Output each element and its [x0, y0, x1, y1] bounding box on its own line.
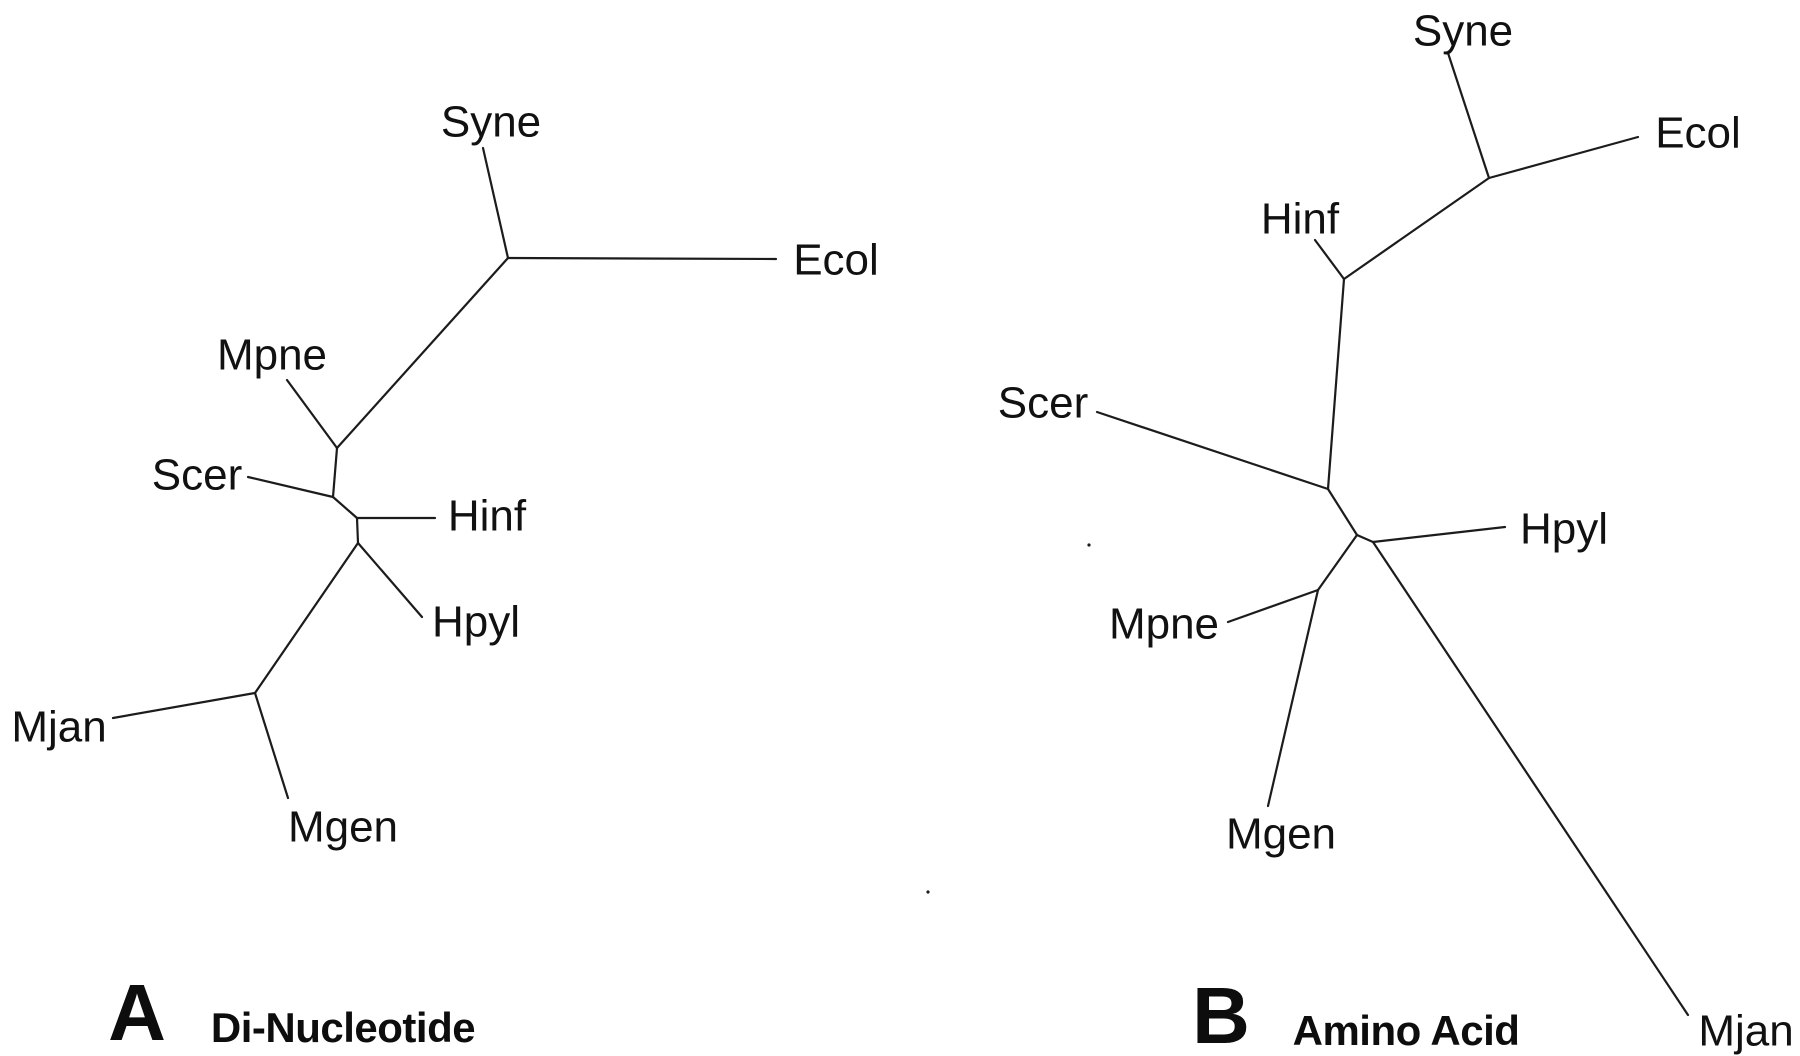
branch-internal-2-b	[1326, 277, 1346, 491]
taxon-label-mpne-b: Mpne	[1109, 600, 1219, 649]
taxon-label-mjan-b: Mjan	[1698, 1007, 1793, 1056]
branch-mpne-a	[285, 378, 339, 450]
branch-mjan-b	[1371, 540, 1690, 1017]
panel-a-title: Di-Nucleotide	[210, 1004, 476, 1051]
branch-internal-3-a	[331, 495, 359, 520]
branch-ecol-a	[506, 256, 778, 261]
branch-ecol-b	[1487, 135, 1640, 180]
branch-internal-1-a	[335, 256, 510, 450]
scan-speck-1	[1087, 543, 1091, 547]
taxon-label-mjan-a: Mjan	[11, 703, 106, 752]
taxon-label-ecol-a: Ecol	[793, 236, 879, 285]
scan-speck-2	[926, 890, 930, 894]
branch-internal-5-b	[1355, 533, 1375, 544]
taxon-label-ecol-b: Ecol	[1655, 109, 1741, 158]
taxon-label-hpyl-a: Hpyl	[432, 598, 520, 647]
taxon-label-mgen-b: Mgen	[1226, 810, 1336, 859]
branch-syne-b	[1446, 51, 1491, 180]
branch-internal-2-a	[331, 446, 339, 499]
panel-b-title: Amino Acid	[1292, 1007, 1520, 1054]
branch-scer-a	[246, 475, 335, 499]
taxon-label-syne-b: Syne	[1413, 7, 1513, 56]
taxon-label-mgen-a: Mgen	[288, 803, 398, 852]
branch-syne-a	[481, 146, 510, 260]
branch-mpne-b	[1226, 588, 1320, 624]
branch-hinf-b	[1313, 238, 1346, 281]
branch-mgen-b	[1266, 588, 1320, 808]
taxon-label-mpne-a: Mpne	[217, 331, 327, 380]
taxon-label-hpyl-b: Hpyl	[1520, 505, 1608, 554]
branch-hpyl-a	[356, 541, 424, 619]
branch-mjan-a	[111, 691, 257, 720]
branch-internal-4-b	[1316, 533, 1359, 592]
taxon-label-syne-a: Syne	[441, 98, 541, 147]
taxon-label-scer-b: Scer	[998, 379, 1088, 428]
branch-scer-b	[1095, 410, 1330, 491]
branch-hpyl-b	[1371, 525, 1507, 544]
branch-internal-1-b	[1342, 176, 1491, 281]
panel-a-letter: A	[108, 968, 166, 1056]
branch-mgen-a	[253, 691, 290, 800]
branch-internal-4-a	[355, 516, 360, 545]
branch-internal-3-b	[1326, 487, 1359, 537]
taxon-label-hinf-b: Hinf	[1261, 195, 1340, 244]
taxon-label-hinf-a: Hinf	[448, 492, 527, 541]
branch-internal-5-a	[253, 541, 360, 695]
panel-b-letter: B	[1192, 971, 1250, 1056]
taxon-label-scer-a: Scer	[152, 451, 242, 500]
